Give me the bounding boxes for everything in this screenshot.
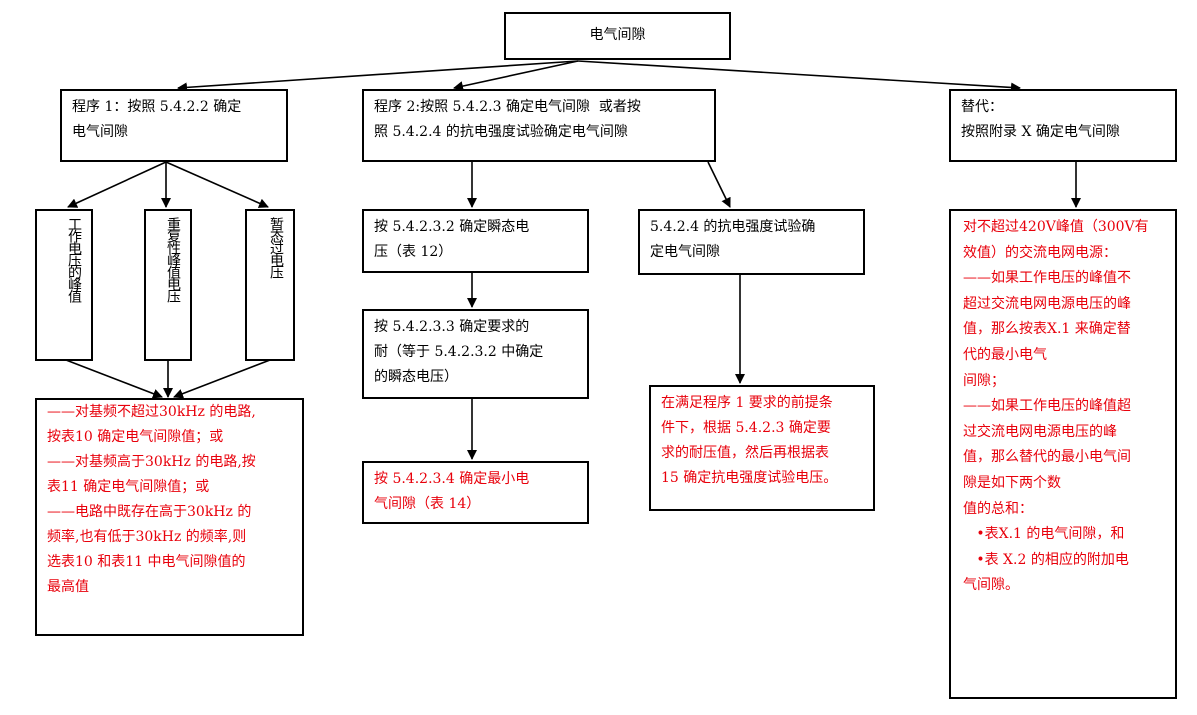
alternative-result-line-8: ——如果工作电压的峰值超 — [963, 398, 1131, 415]
alternative-result-line-3: ——如果工作电压的峰值不 — [963, 270, 1131, 287]
alternative-result-line-7: 间隙； — [963, 372, 1005, 389]
repetitive-peak-voltage-label: 重复性峰值电压 — [165, 217, 181, 301]
alternative-result-line-10: 值，那么替代的最小电气间 — [963, 449, 1131, 466]
transient-voltage-line-1: 按 5.4.2.3.2 确定瞬态电 — [374, 219, 530, 235]
alternative-result-line-13: •表X.1 的电气间隙，和 — [963, 526, 1125, 543]
arrow-working-voltage-to-result — [65, 359, 163, 399]
procedure2-line-2: 照 5.4.2.4 的抗电强度试验确定电气间隙 — [374, 124, 628, 140]
procedure1-result-line-8: 最高值 — [47, 579, 89, 595]
procedure1-result-line-3: ——对基频高于30kHz 的电路,按 — [47, 454, 256, 470]
withstand-voltage-line-2: 耐（等于 5.4.2.3.2 中确定 — [374, 344, 544, 360]
min-clearance-node: 按 5.4.2.3.4 确定最小电 气间隙（表 14） — [362, 461, 589, 524]
arrow-root-to-alternative — [577, 60, 1021, 93]
alternative-result-line-14: •表 X.2 的相应的附加电 — [963, 551, 1129, 568]
arrow-root-to-procedure1 — [177, 60, 579, 93]
procedure2-line-1: 程序 2:按照 5.4.2.3 确定电气间隙 或者按 — [374, 99, 641, 115]
electric-strength-line-2: 定电气间隙 — [650, 244, 720, 260]
procedure1-result-node: ——对基频不超过30kHz 的电路, 按表10 确定电气间隙值；或 ——对基频高… — [35, 398, 304, 636]
alternative-result-line-12: 值的总和： — [963, 500, 1033, 517]
alternative-result-line-9: 过交流电网电源电压的峰 — [963, 423, 1117, 440]
withstand-voltage-node: 按 5.4.2.3.3 确定要求的 耐（等于 5.4.2.3.2 中确定 的瞬态… — [362, 309, 589, 399]
arrow-root-to-procedure2 — [453, 60, 579, 91]
min-clearance-line-2: 气间隙（表 14） — [374, 496, 481, 512]
temporary-overvoltage-node: 暂态过电压 — [245, 209, 295, 361]
alternative-result-line-11: 隙是如下两个数 — [963, 474, 1061, 491]
arrow-p1-to-temporary-overvoltage — [165, 161, 269, 208]
electric-strength-result-line-1: 在满足程序 1 要求的前提条 — [661, 395, 833, 411]
electric-strength-result-line-2: 件下，根据 5.4.2.3 确定要 — [661, 420, 831, 436]
withstand-voltage-line-3: 的瞬态电压） — [374, 369, 458, 385]
alternative-result-line-6: 代的最小电气 — [963, 346, 1047, 363]
alternative-result-line-1: 对不超过420V峰值（300V有 — [963, 219, 1149, 235]
procedure1-line-2: 电气间隙 — [72, 124, 128, 140]
alternative-result-line-2: 效值）的交流电网电源： — [963, 244, 1117, 261]
withstand-voltage-line-1: 按 5.4.2.3.3 确定要求的 — [374, 319, 530, 335]
transient-voltage-node: 按 5.4.2.3.2 确定瞬态电 压（表 12） — [362, 209, 589, 273]
temporary-overvoltage-label: 暂态过电压 — [268, 217, 284, 277]
root-node: 电气间隙 — [504, 12, 731, 60]
electric-strength-result-line-4: 15 确定抗电强度试验电压。 — [661, 470, 838, 486]
alternative-result-line-4: 超过交流电网电源电压的峰 — [963, 295, 1131, 312]
electric-strength-result-node: 在满足程序 1 要求的前提条 件下，根据 5.4.2.3 确定要 求的耐压值，然… — [649, 385, 875, 511]
procedure1-result-line-1: ——对基频不超过30kHz 的电路, — [47, 404, 256, 420]
alternative-result-line-5: 值，那么按表X.1 来确定替 — [963, 321, 1131, 338]
alternative-result-line-15: 气间隙。 — [963, 577, 1019, 594]
electric-strength-line-1: 5.4.2.4 的抗电强度试验确 — [650, 219, 816, 235]
arrow-p2-to-electric-strength — [707, 161, 731, 208]
working-voltage-peak-label: 工作电压的峰值 — [66, 217, 82, 301]
procedure1-line-1: 程序 1：按照 5.4.2.2 确定 — [72, 99, 242, 115]
arrow-temporary-overvoltage-to-result — [173, 359, 271, 399]
alternative-result-node: 对不超过420V峰值（300V有 效值）的交流电网电源： ——如果工作电压的峰值… — [949, 209, 1177, 699]
electric-strength-result-line-3: 求的耐压值，然后再根据表 — [661, 445, 829, 461]
alternative-line-1: 替代： — [961, 99, 1003, 115]
procedure1-result-line-6: 频率,也有低于30kHz 的频率,则 — [47, 529, 247, 545]
electric-strength-node: 5.4.2.4 的抗电强度试验确 定电气间隙 — [638, 209, 865, 275]
procedure1-result-line-2: 按表10 确定电气间隙值；或 — [47, 429, 224, 445]
procedure1-result-line-4: 表11 确定电气间隙值；或 — [47, 479, 210, 495]
alternative-node: 替代： 按照附录 X 确定电气间隙 — [949, 89, 1177, 162]
procedure2-node: 程序 2:按照 5.4.2.3 确定电气间隙 或者按 照 5.4.2.4 的抗电… — [362, 89, 716, 162]
arrow-p1-to-working-voltage — [67, 161, 167, 208]
root-label: 电气间隙 — [589, 27, 646, 43]
transient-voltage-line-2: 压（表 12） — [374, 244, 453, 260]
procedure1-node: 程序 1：按照 5.4.2.2 确定 电气间隙 — [60, 89, 288, 162]
procedure1-result-line-7: 选表10 和表11 中电气间隙值的 — [47, 554, 246, 570]
procedure1-result-line-5: ——电路中既存在高于30kHz 的 — [47, 504, 252, 520]
min-clearance-line-1: 按 5.4.2.3.4 确定最小电 — [374, 471, 530, 487]
repetitive-peak-voltage-node: 重复性峰值电压 — [144, 209, 192, 361]
alternative-line-2: 按照附录 X 确定电气间隙 — [961, 124, 1120, 140]
working-voltage-peak-node: 工作电压的峰值 — [35, 209, 93, 361]
